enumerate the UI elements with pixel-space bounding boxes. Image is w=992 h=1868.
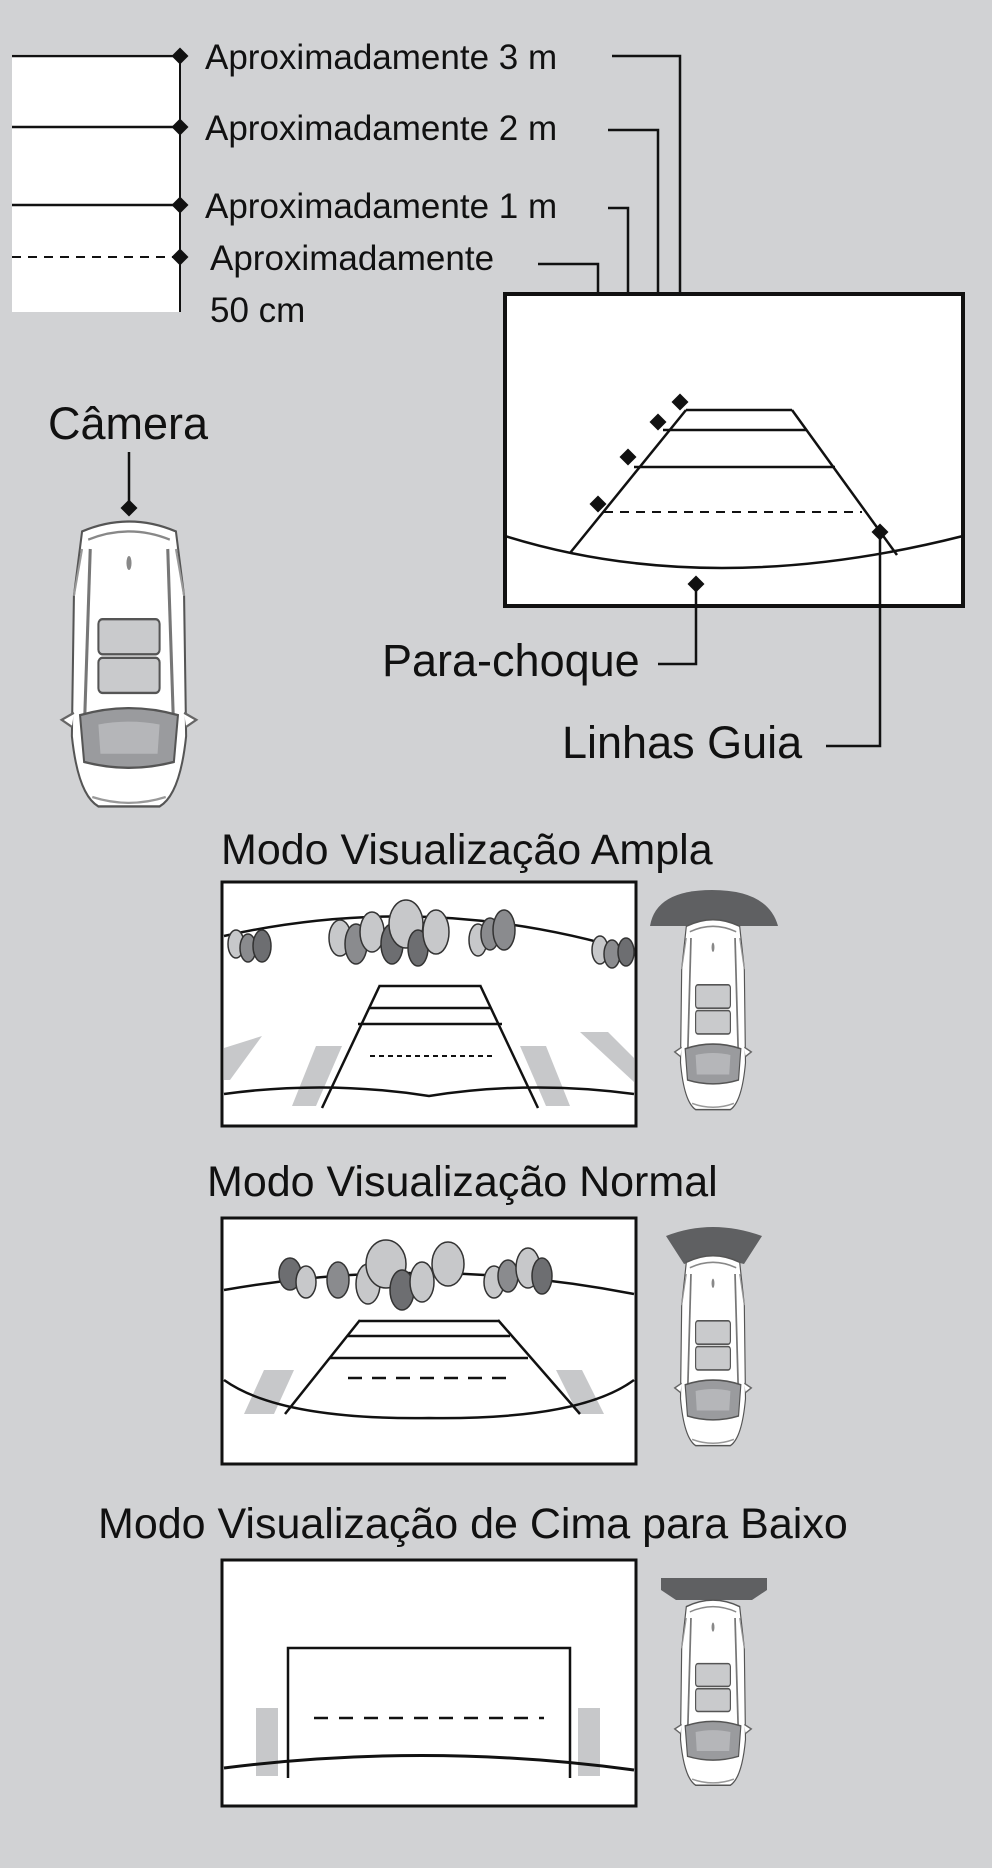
parking-stripe (292, 1046, 342, 1106)
wide-view-cone (650, 890, 778, 926)
guide-line-right (497, 1319, 581, 1415)
top-down-view-frame (220, 1558, 638, 1808)
title-top-down-view: Modo Visualização de Cima para Baixo (98, 1500, 848, 1548)
parking-stripe (256, 1708, 278, 1776)
bumper-curve (223, 1378, 635, 1420)
tree-icon (617, 937, 635, 967)
label-3m: Aproximadamente 3 m (205, 38, 557, 77)
tree-icon (326, 1261, 350, 1299)
label-50cm-line2: 50 cm (210, 291, 305, 330)
camera-screen (503, 292, 965, 608)
title-wide-view: Modo Visualização Ampla (221, 826, 713, 874)
camera-callout: Câmera (48, 398, 209, 517)
tree-icon (422, 909, 450, 955)
bumper-leader (658, 584, 698, 666)
diamond-marker (171, 118, 189, 136)
parking-stripe (556, 1370, 604, 1414)
normal-view-cone (666, 1227, 762, 1264)
parking-stripe (520, 1046, 570, 1106)
label-50cm-line1: Aproximadamente (210, 239, 494, 278)
label-guide-lines: Linhas Guia (562, 717, 803, 768)
car-icon (673, 918, 753, 1111)
parking-stripes (244, 1370, 604, 1414)
parking-stripe (224, 1036, 262, 1080)
bumper-curve (223, 1086, 635, 1098)
distance-legend: Aproximadamente 3 m Aproximadamente 2 m … (12, 38, 557, 330)
car-with-camera-icon (59, 519, 199, 809)
wide-view-screen (220, 880, 638, 1128)
guide-line-left (569, 409, 687, 554)
tree-icon (531, 1257, 553, 1295)
diamond-marker (671, 393, 689, 411)
screen-callouts: Para-choque Linhas Guia (382, 532, 882, 768)
diamond-marker (171, 196, 189, 214)
tree-line (278, 1239, 553, 1311)
guide-line-left (284, 1319, 361, 1415)
parking-stripe (580, 1032, 634, 1082)
label-1m: Aproximadamente 1 m (205, 187, 557, 226)
normal-view-screen (220, 1216, 638, 1466)
parking-stripe (578, 1708, 600, 1776)
car-icon (673, 1599, 753, 1787)
car-icon (673, 1254, 753, 1447)
label-2m: Aproximadamente 2 m (205, 109, 557, 148)
diamond-marker (171, 248, 189, 266)
guide-lines-leader (826, 532, 882, 748)
diamond-marker (589, 495, 607, 513)
parking-stripes (224, 1032, 634, 1106)
screen-frame (503, 292, 965, 608)
camera-marker (120, 499, 138, 517)
tree-icon (431, 1241, 465, 1287)
tree-icon (497, 1259, 519, 1293)
parking-stripe (244, 1370, 294, 1414)
title-normal-view: Modo Visualização Normal (207, 1158, 718, 1206)
legend-panel (12, 54, 180, 312)
leader-3m (612, 54, 682, 402)
tree-icon (409, 1261, 435, 1303)
diamond-marker (619, 448, 637, 466)
guide-lines-box (286, 1646, 572, 1778)
tree-icon (492, 909, 516, 951)
tree-icon (295, 1265, 317, 1299)
tree-icon (252, 929, 272, 963)
normal-view-frame (220, 1216, 638, 1466)
bumper-curve (223, 1753, 635, 1772)
diamond-marker (649, 413, 667, 431)
top-down-view-screen (220, 1558, 638, 1808)
tree-line (227, 899, 635, 969)
label-bumper: Para-choque (382, 635, 640, 686)
label-camera: Câmera (48, 398, 209, 449)
top-down-view-cone (661, 1578, 767, 1600)
